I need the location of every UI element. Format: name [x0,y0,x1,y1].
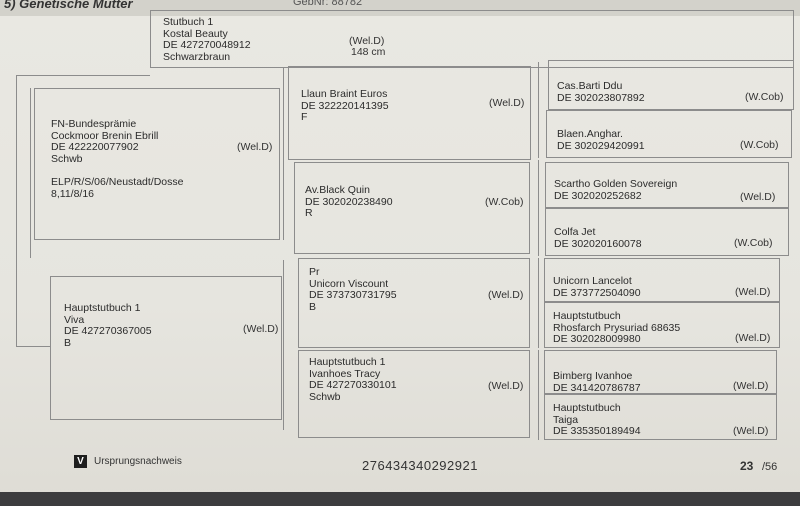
document-type-badge: V [74,455,87,468]
sire-performance: ELP/R/S/06/Neustadt/Dosse 8,11/8/16 [51,176,184,200]
great-grandparent-breed: (Wel.D) [733,380,769,392]
grandparent-box: Pr Unicorn Viscount DE 373730731795 B (W… [298,258,530,348]
great-grandparent-box: Hauptstutbuch Rhosfarch Prysuriad 68635 … [544,302,780,348]
great-grandparent-box: Scartho Golden Sovereign DE 302020252682… [545,162,789,208]
grandparent-info: Llaun Braint Euros DE 322220141395 F [301,88,389,123]
connector-line [538,62,539,158]
great-grandparent-info: Hauptstutbuch Taiga DE 335350189494 [553,402,641,437]
great-grandparent-info: Hauptstutbuch Rhosfarch Prysuriad 68635 … [553,310,681,345]
connector-line [30,88,31,258]
subject-box: Stutbuch 1 Kostal Beauty DE 427270048912… [150,10,794,68]
dam-breed: (Wel.D) [243,323,279,335]
connector-line [538,160,539,256]
sire-box: FN-Bundesprämie Cockmoor Brenin Ebrill D… [34,88,280,240]
document-number: 276434340292921 [362,458,478,473]
page-total: /56 [762,461,778,473]
great-grandparent-breed: (Wel.D) [735,286,771,298]
dam-box: Hauptstutbuch 1 Viva DE 427270367005 B (… [50,276,282,420]
great-grandparent-info: Blaen.Anghar. DE 302029420991 [557,128,645,152]
connector-line [283,260,284,430]
great-grandparent-breed: (Wel.D) [733,425,769,437]
grandparent-breed: (Wel.D) [488,289,524,301]
connector-line [16,346,50,347]
great-grandparent-box: Cas.Barti Ddu DE 302023807892 (W.Cob) [548,60,794,110]
subject-breed: (Wel.D) [349,35,385,47]
connector-line [538,258,539,348]
table-surface [0,492,800,506]
page-number: 23 [740,459,754,473]
connector-line [538,350,539,440]
sire-info: FN-Bundesprämie Cockmoor Brenin Ebrill D… [51,118,159,165]
grandparent-info: Pr Unicorn Viscount DE 373730731795 B [309,266,397,313]
great-grandparent-info: Bimberg Ivanhoe DE 341420786787 [553,370,641,394]
grandparent-info: Hauptstutbuch 1 Ivanhoes Tracy DE 427270… [309,356,397,403]
great-grandparent-breed: (W.Cob) [740,139,779,151]
great-grandparent-info: Cas.Barti Ddu DE 302023807892 [557,80,645,104]
birth-number: GebNr: 88782 [293,0,363,8]
section-title: 5) Genetische Mutter [4,0,133,11]
subject-height: 148 cm [351,46,386,58]
grandparent-breed: (Wel.D) [489,97,525,109]
great-grandparent-box: Blaen.Anghar. DE 302029420991 (W.Cob) [546,110,792,158]
connector-line [16,75,17,347]
connector-line [16,75,150,76]
grandparent-box: Av.Black Quin DE 302020238490 R (W.Cob) [294,162,530,254]
great-grandparent-info: Unicorn Lancelot DE 373772504090 [553,275,641,299]
sire-breed: (Wel.D) [237,141,273,153]
grandparent-info: Av.Black Quin DE 302020238490 R [305,184,393,219]
great-grandparent-breed: (Wel.D) [735,332,771,344]
document-type-label: Ursprungsnachweis [94,456,182,467]
great-grandparent-breed: (Wel.D) [740,191,776,203]
connector-line [283,68,284,240]
great-grandparent-box: Bimberg Ivanhoe DE 341420786787 (Wel.D) [544,350,777,394]
great-grandparent-info: Scartho Golden Sovereign DE 302020252682 [554,178,678,202]
great-grandparent-box: Unicorn Lancelot DE 373772504090 (Wel.D) [544,258,780,302]
great-grandparent-box: Hauptstutbuch Taiga DE 335350189494 (Wel… [544,394,777,440]
grandparent-box: Llaun Braint Euros DE 322220141395 F (We… [288,66,531,160]
subject-info: Stutbuch 1 Kostal Beauty DE 427270048912… [163,16,251,63]
great-grandparent-info: Colfa Jet DE 302020160078 [554,226,642,250]
grandparent-box: Hauptstutbuch 1 Ivanhoes Tracy DE 427270… [298,350,530,438]
great-grandparent-breed: (W.Cob) [734,237,773,249]
grandparent-breed: (W.Cob) [485,196,524,208]
dam-info: Hauptstutbuch 1 Viva DE 427270367005 B [64,302,152,349]
great-grandparent-breed: (W.Cob) [745,91,784,103]
previous-page-strip [0,0,800,16]
grandparent-breed: (Wel.D) [488,380,524,392]
great-grandparent-box: Colfa Jet DE 302020160078 (W.Cob) [545,208,789,256]
